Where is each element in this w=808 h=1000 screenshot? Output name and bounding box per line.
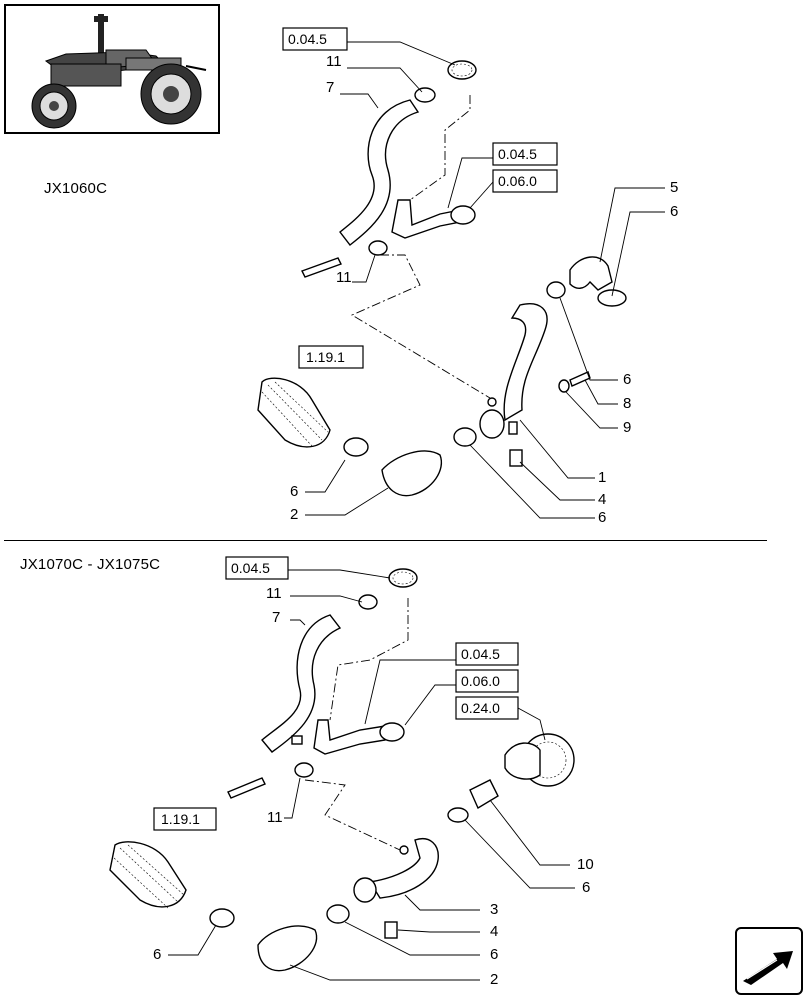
ref-label: 0.04.5 <box>231 560 270 576</box>
callout-number: 11 <box>267 809 283 826</box>
next-page-button[interactable] <box>735 927 803 995</box>
reference-boxes-bottom: 0.04.5 0.04.5 0.06.0 0.24.0 1.19.1 <box>153 556 519 831</box>
callout-number: 2 <box>490 971 498 988</box>
callout-number: 1 <box>598 469 606 486</box>
callout-number: 6 <box>582 879 590 896</box>
callout-number: 6 <box>290 483 298 500</box>
tractor-thumbnail <box>4 4 220 134</box>
ref-label: 0.04.5 <box>461 646 500 662</box>
callout-number: 6 <box>670 203 678 220</box>
ref-label: 0.04.5 <box>498 146 537 162</box>
callout-number: 6 <box>153 946 161 963</box>
callout-number: 5 <box>670 179 678 196</box>
section-divider <box>4 540 767 541</box>
reference-boxes-top: 0.04.5 0.04.5 0.06.0 1.19.1 <box>282 27 558 369</box>
parts-bottom <box>109 568 575 972</box>
callout-number: 4 <box>598 491 606 508</box>
leader-lines-bottom <box>168 569 575 981</box>
callout-number: 11 <box>326 53 342 70</box>
centerlines-bottom <box>304 598 409 851</box>
ref-label: 0.24.0 <box>461 700 500 716</box>
model-label-bottom: JX1070C - JX1075C <box>20 556 161 573</box>
callouts-bottom: 11 7 11 10 6 3 4 6 6 2 <box>153 585 594 988</box>
ref-label: 0.06.0 <box>461 673 500 689</box>
ref-label: 1.19.1 <box>306 349 345 365</box>
callout-number: 8 <box>623 395 631 412</box>
callout-number: 7 <box>272 609 280 626</box>
callout-number: 9 <box>623 419 631 436</box>
callout-number: 6 <box>490 946 498 963</box>
callout-number: 6 <box>623 371 631 388</box>
next-page-arrow-icon <box>743 951 793 985</box>
callout-number: 10 <box>577 856 594 873</box>
callout-number: 6 <box>598 509 606 526</box>
centerlines-top <box>351 95 491 399</box>
callout-number: 11 <box>266 585 282 602</box>
callout-number: 7 <box>326 79 334 96</box>
callout-number: 3 <box>490 901 498 918</box>
ref-label: 0.04.5 <box>288 31 327 47</box>
parts-top <box>257 60 627 497</box>
ref-label: 1.19.1 <box>161 811 200 827</box>
tractor-illustration <box>31 14 207 129</box>
ref-label: 0.06.0 <box>498 173 537 189</box>
callouts-top: 11 7 11 5 6 6 8 9 1 4 6 6 2 <box>290 53 678 526</box>
callout-number: 2 <box>290 506 298 523</box>
callout-number: 11 <box>336 269 352 286</box>
callout-number: 4 <box>490 923 498 940</box>
leader-lines-top <box>305 41 665 519</box>
model-label-top: JX1060C <box>44 180 108 197</box>
